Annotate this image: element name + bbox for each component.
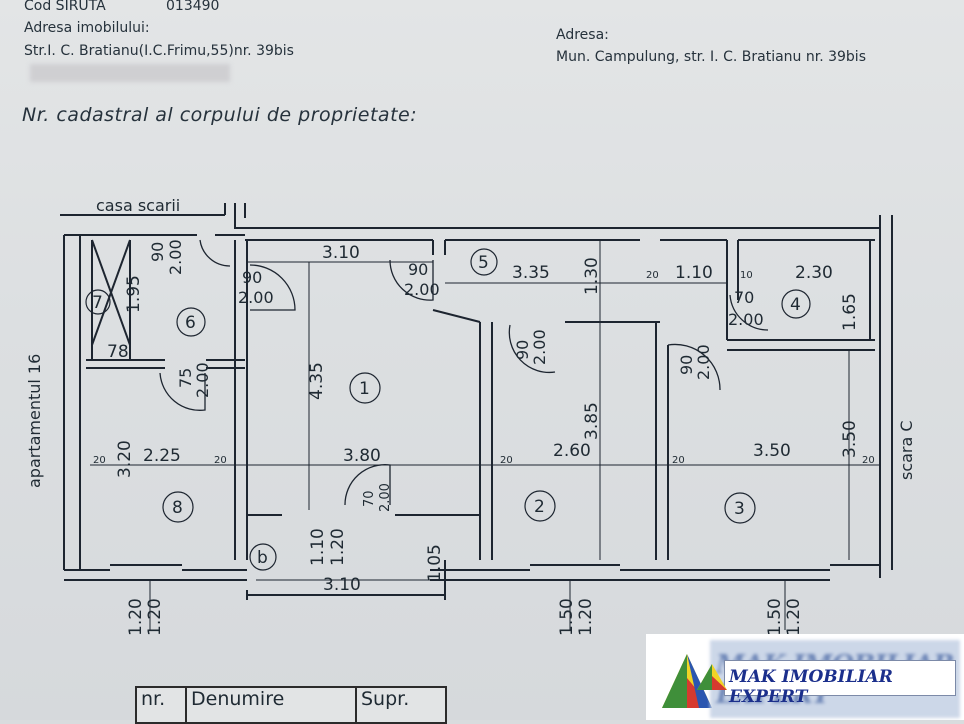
dim-1-10-balcony: 1.10 [308,528,328,566]
table-header-denumire: Denumire [185,686,357,724]
dim-4-35: 4.35 [307,362,327,400]
cod-siruta-value: 013490 [166,0,220,14]
logo-triangle-icon [662,654,712,708]
dim-2-30: 2.30 [795,263,833,283]
room-2-number: 2 [534,497,545,517]
redacted-area [30,64,230,82]
mark-20-e: 20 [862,455,875,466]
nr-cadastral-label: Nr. cadastral al corpului de proprietate… [22,104,418,126]
cod-siruta-label: Cod SIRUTA [24,0,106,14]
room-3-number: 3 [734,499,745,519]
adresa-value: Mun. Campulung, str. I. C. Bratianu nr. … [556,49,866,65]
dim-3-80: 3.80 [343,446,381,466]
dim-2-60: 2.60 [553,441,591,461]
dim-1-10: 1.10 [675,263,713,283]
door-5-height: 2.00 [530,329,549,365]
logo-text: MAK IMOBILIAR EXPERT [729,667,893,707]
window-2-dim-a: 1.50 [557,598,577,636]
room-4-number: 4 [790,295,801,315]
door-2-width: 90 [242,268,262,287]
adresa-imobilului-value: Str.I. C. Bratianu(I.C.Frimu,55)nr. 39bi… [24,43,294,59]
door-3-height: 2.00 [404,280,440,299]
door-5-width: 90 [513,340,532,360]
mark-20-a: 20 [93,455,106,466]
door-6-height: 2.00 [694,344,713,380]
mark-10-a: 10 [740,270,753,281]
door-8-height: 2.00 [378,483,393,512]
door-8-width: 70 [362,490,377,507]
dim-1-05: 1.05 [425,544,445,582]
room-7-number: 7 [92,293,103,313]
logo-text-box: MAK IMOBILIAR EXPERT [697,660,956,707]
apartamentul-16-label: apartamentul 16 [25,354,44,488]
mark-20-d: 20 [672,455,685,466]
dim-3-50-h: 3.50 [753,441,791,461]
table-header-supr: Supr. [355,686,447,724]
dim-3-85: 3.85 [582,402,602,440]
dim-3-10-top: 3.10 [322,243,360,263]
window-1-dim-a: 1.20 [126,598,146,636]
door-4-height: 2.00 [728,310,764,329]
room-5-number: 5 [478,253,489,273]
dim-78: 78 [107,342,129,362]
door-1-width: 90 [148,242,167,262]
window-3-dim-b: 1.20 [784,598,804,636]
door-7-width: 75 [176,368,195,388]
room-1-number: 1 [359,379,370,399]
room-6-number: 6 [185,313,196,333]
scara-c-label: scara C [897,420,916,480]
dim-1-65: 1.65 [840,293,860,331]
dim-1-95: 1.95 [124,275,144,313]
adresa-imobilului-label: Adresa imobilului: [24,20,150,36]
balcony-b-label: b [257,548,268,568]
door-6-width: 90 [677,355,696,375]
casa-scarii-label: casa scarii [96,196,180,215]
surface-table: nr. Denumire Supr. [135,686,447,724]
room-8-number: 8 [172,498,183,518]
dim-3-35: 3.35 [512,263,550,283]
window-1-dim-b: 1.20 [145,598,165,636]
door-1-height: 2.00 [166,239,185,275]
mark-20-b: 20 [214,455,227,466]
door-4-width: 70 [734,288,754,307]
window-3-dim-a: 1.50 [765,598,785,636]
dim-3-10-bottom: 3.10 [323,575,361,595]
door-2-height: 2.00 [238,288,274,307]
window-2-dim-b: 1.20 [576,598,596,636]
dim-3-20: 3.20 [115,440,135,478]
mark-20-f: 20 [646,270,659,281]
dim-1-30: 1.30 [582,257,602,295]
mark-20-c: 20 [500,455,513,466]
table-header-nr: nr. [135,686,187,724]
adresa-label: Adresa: [556,27,609,43]
dim-2-25: 2.25 [143,446,181,466]
dim-3-50-v: 3.50 [840,420,860,458]
door-3-width: 90 [408,260,428,279]
door-7-height: 2.00 [193,362,212,398]
dim-1-20-balcony: 1.20 [328,528,348,566]
logo-small-triangle-icon [697,664,727,690]
